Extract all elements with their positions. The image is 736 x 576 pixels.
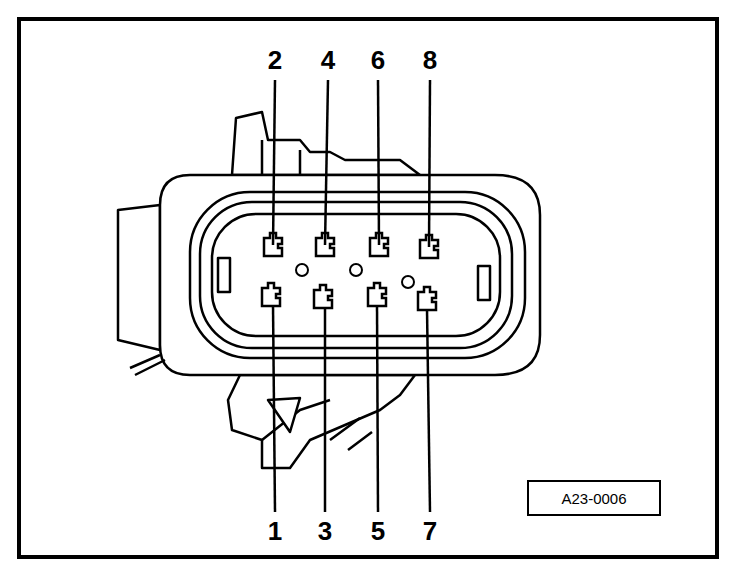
connector-housing [118,112,540,468]
callout-number: 7 [423,518,437,544]
callout-number: 3 [318,518,332,544]
pin-socket [262,233,438,310]
coding-hole [296,264,414,288]
callout-number: 1 [268,518,282,544]
frame [19,19,717,557]
figure-code: A23-0006 [561,490,626,507]
reference-box: A23-0006 [527,480,661,516]
callout-number: 5 [371,518,385,544]
callout-number: 2 [268,47,282,73]
leader-line [273,80,430,512]
callout-number: 8 [423,47,437,73]
callout-number: 6 [371,47,385,73]
callout-number: 4 [321,47,335,73]
